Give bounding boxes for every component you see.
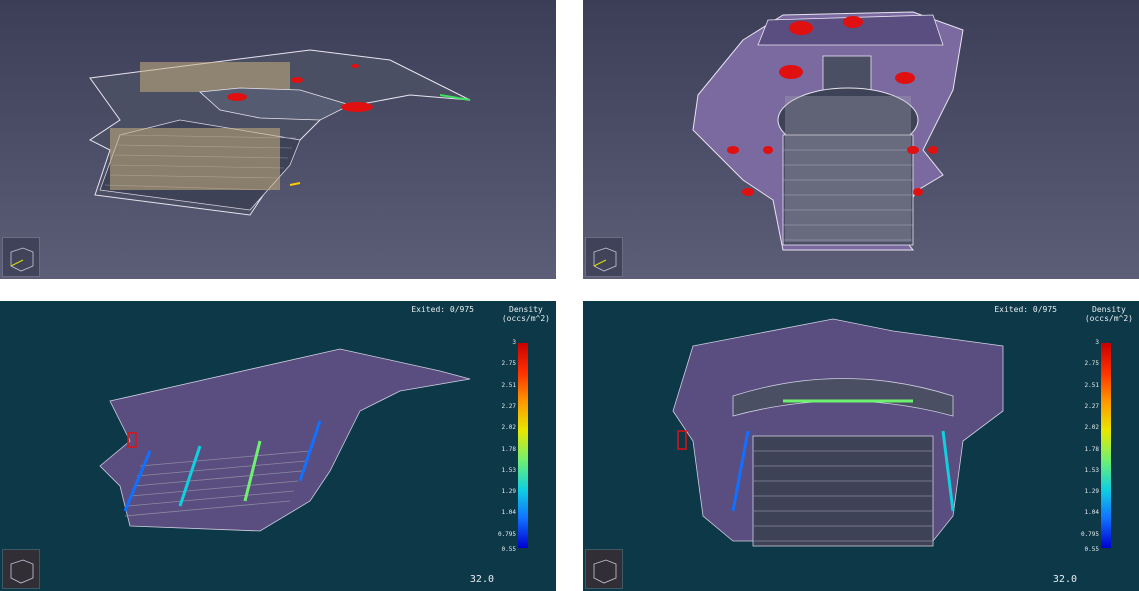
colorbar-tick: 2.27: [1084, 402, 1099, 410]
colorbar-tick: 1.78: [1084, 445, 1099, 453]
colorbar-tick: 2.51: [1084, 381, 1099, 389]
colorbar-tick: 2.51: [501, 381, 516, 389]
density-colorbar: [518, 343, 528, 548]
exited-value: 0/975: [449, 305, 474, 314]
colorbar-tick: 2.75: [1084, 360, 1099, 368]
density-legend-title: Density (occs/m^2): [1085, 305, 1133, 323]
density-legend-title: Density (occs/m^2): [502, 305, 550, 323]
density-units: (occs/m^2): [1084, 314, 1133, 323]
axes-orientation-icon[interactable]: [2, 237, 40, 277]
colorbar-tick: 0.795: [497, 530, 516, 538]
exited-counter: Exited: 0/975: [994, 305, 1057, 314]
colorbar-tick: 2.75: [501, 360, 516, 368]
colorbar-tick: 1.53: [501, 466, 516, 474]
density-colorbar: [1101, 343, 1111, 548]
density-3d-scene: [672, 318, 1004, 547]
colorbar-tick: 3: [1095, 339, 1099, 346]
density-title: Density: [1092, 305, 1126, 314]
density-3d-scene: [99, 348, 471, 532]
colorbar-tick: 2.02: [501, 424, 516, 432]
colorbar-tick: 1.78: [501, 445, 516, 453]
colorbar-tick: 1.04: [1084, 509, 1099, 517]
colorbar-tick: 0.795: [1080, 530, 1099, 538]
venue-3d-scene: [692, 11, 964, 251]
colorbar-tick: 2.27: [501, 402, 516, 410]
exited-value: 0/975: [1032, 305, 1057, 314]
simulation-timer: 32.0: [469, 574, 494, 585]
viewport-top-right[interactable]: [583, 0, 1139, 279]
colorbar-tick: 3: [512, 339, 516, 346]
exited-counter: Exited: 0/975: [411, 305, 474, 314]
colorbar-tick: 1.53: [1084, 466, 1099, 474]
exited-label: Exited:: [411, 305, 446, 314]
viewport-top-left[interactable]: [0, 0, 556, 279]
simulation-timer: 32.0: [1052, 574, 1077, 585]
colorbar-tick: 1.29: [501, 488, 516, 496]
venue-3d-scene: [89, 49, 471, 216]
colorbar-tick: 1.04: [501, 509, 516, 517]
density-units: (occs/m^2): [501, 314, 550, 323]
colorbar-ticks: 3 2.75 2.51 2.27 2.02 1.78 1.53 1.29 1.0…: [476, 339, 516, 553]
colorbar-tick: 0.55: [1084, 545, 1099, 553]
exited-label: Exited:: [994, 305, 1029, 314]
axes-orientation-icon[interactable]: [585, 237, 623, 277]
axes-orientation-icon[interactable]: [585, 549, 623, 589]
viewport-bottom-left[interactable]: Exited: 0/975 Density (occs/m^2) 3 2.75 …: [0, 301, 556, 591]
viewport-bottom-right[interactable]: Exited: 0/975 Density (occs/m^2) 3 2.75 …: [583, 301, 1139, 591]
colorbar-tick: 2.02: [1084, 424, 1099, 432]
density-title: Density: [509, 305, 543, 314]
axes-orientation-icon[interactable]: [2, 549, 40, 589]
colorbar-tick: 1.29: [1084, 488, 1099, 496]
colorbar-ticks: 3 2.75 2.51 2.27 2.02 1.78 1.53 1.29 1.0…: [1059, 339, 1099, 553]
colorbar-tick: 0.55: [501, 545, 516, 553]
